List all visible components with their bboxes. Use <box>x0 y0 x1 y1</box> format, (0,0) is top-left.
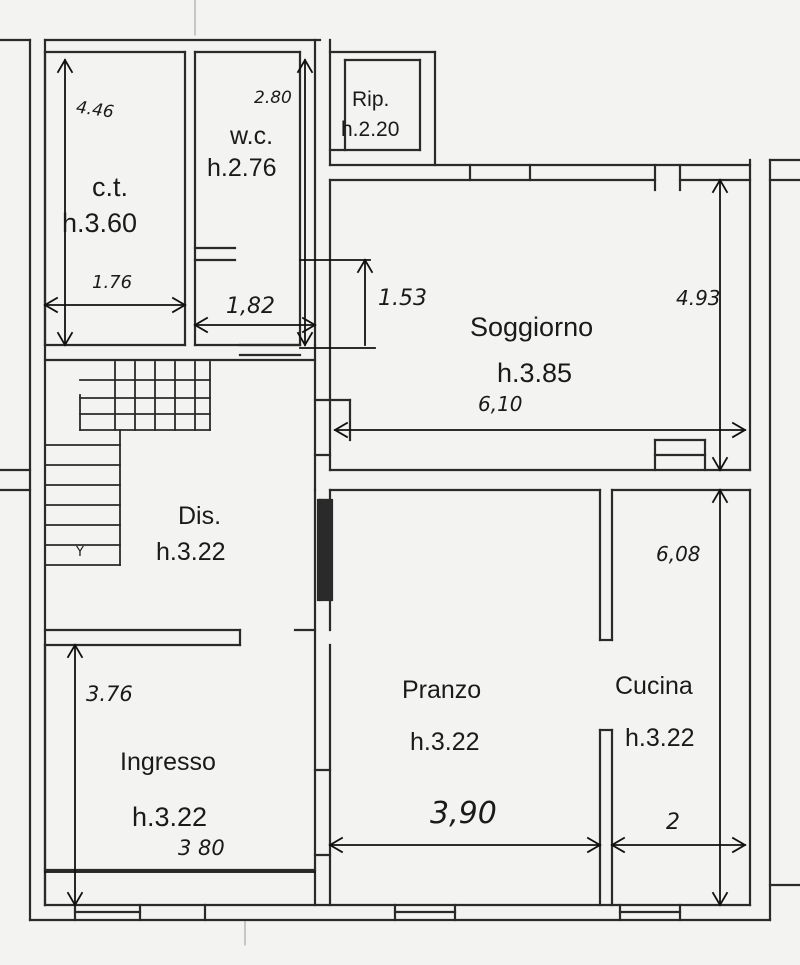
door-hinge <box>316 498 334 602</box>
dim-cucina-height: 6,08 <box>656 542 701 566</box>
room-cucina-name: Cucina <box>615 672 693 700</box>
room-cucina-height: h.3.22 <box>625 724 695 752</box>
outer-walls <box>0 38 800 922</box>
stair-marker: Y <box>76 545 84 560</box>
room-ingresso-height: h.3.22 <box>132 802 208 832</box>
pranzo-cucina-walls <box>318 488 752 922</box>
ct-walls <box>43 50 197 347</box>
dim-cucina-width: 2 <box>666 810 680 835</box>
room-pranzo-height: h.3.22 <box>410 728 480 756</box>
dim-pranzo-width: 3,90 <box>430 796 497 831</box>
room-pranzo-name: Pranzo <box>402 676 482 704</box>
dim-wc-width: 1,82 <box>226 294 275 319</box>
ingresso-walls <box>43 643 332 922</box>
rip-walls <box>328 50 437 167</box>
dim-corridor: 1.53 <box>378 286 427 311</box>
dim-soggiorno-height: 4.93 <box>676 286 721 310</box>
room-rip-name: Rip. <box>352 88 390 111</box>
dim-wc-height: 2.80 <box>254 88 292 108</box>
room-soggiorno-name: Soggiorno <box>470 312 594 342</box>
staircase <box>44 361 211 566</box>
room-wc-height: h.2.76 <box>207 154 277 182</box>
room-ct-name: c.t. <box>92 172 129 202</box>
dimension-arrows <box>43 58 747 907</box>
dimension-lines <box>44 59 746 906</box>
dim-ingresso-height: 3.76 <box>86 682 133 706</box>
dim-soggiorno-width: 6,10 <box>478 392 523 416</box>
dim-ingresso-width: 3 80 <box>178 836 225 860</box>
dim-ct-width: 1.76 <box>92 272 133 293</box>
room-wc-name: w.c. <box>230 122 274 150</box>
room-ct-height: h.3.60 <box>62 208 138 238</box>
room-soggiorno-height: h.3.85 <box>497 358 573 388</box>
soggiorno-walls <box>313 163 752 472</box>
room-dis-height: h.3.22 <box>156 538 226 566</box>
room-ingresso-name: Ingresso <box>120 748 216 776</box>
room-dis-name: Dis. <box>178 502 222 530</box>
room-rip-height: h.2.20 <box>341 118 400 141</box>
